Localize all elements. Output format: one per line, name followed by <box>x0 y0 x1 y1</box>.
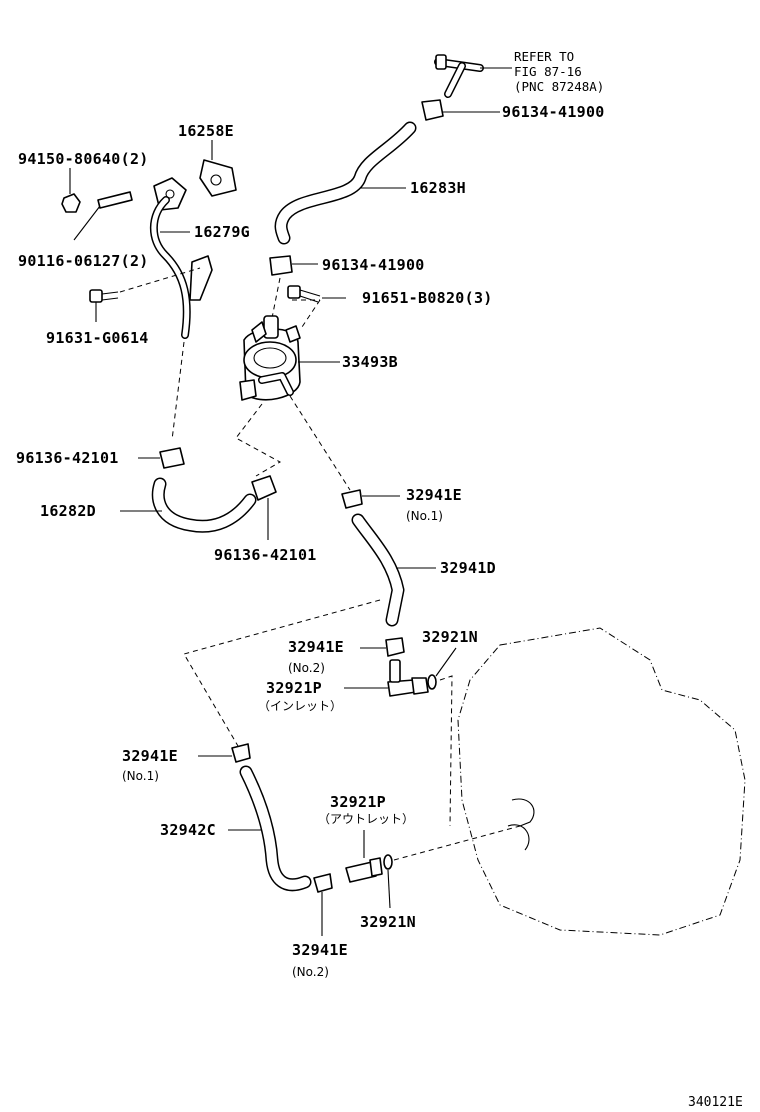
label-32921N-upper: 32921N <box>422 628 478 646</box>
hose-16282D <box>120 477 257 533</box>
label-33493B: 33493B <box>342 353 398 371</box>
note-32921P-outlet: （アウトレット） <box>318 812 414 826</box>
clamp-96136-lower <box>251 475 277 540</box>
clamp-32941E-no2-mid <box>360 637 405 657</box>
gasket-16258E <box>199 140 237 197</box>
oring-32921N-upper <box>427 647 457 827</box>
label-32921P-inlet: 32921P <box>266 679 322 697</box>
label-32941E-no1-upper: 32941E <box>406 486 462 504</box>
label-96134-top: 96134-41900 <box>502 103 605 121</box>
union-32921P-outlet <box>345 830 383 883</box>
clamp-96136-upper <box>138 447 185 469</box>
label-32921P-outlet: 32921P <box>330 793 386 811</box>
pipe-16279G <box>119 177 213 339</box>
label-96134-lower: 96134-41900 <box>322 256 425 274</box>
label-32941E-no2-mid: 32941E <box>288 638 344 656</box>
label-32942C: 32942C <box>160 821 216 839</box>
tee-fitting <box>434 54 512 98</box>
label-16283H: 16283H <box>410 179 466 197</box>
bolt-91651 <box>287 285 346 331</box>
refer-line-1: REFER TO <box>514 49 574 64</box>
oring-32921N-lower <box>383 825 521 909</box>
figure-code: 340121E <box>688 1095 743 1110</box>
label-16258E: 16258E <box>178 122 234 140</box>
clamp-96134-lower <box>269 255 318 276</box>
label-90116: 90116-06127(2) <box>18 252 149 270</box>
label-96136-lower: 96136-42101 <box>214 546 317 564</box>
note-32941E-no1-upper: (No.1) <box>406 509 443 523</box>
label-96136-upper: 96136-42101 <box>16 449 119 467</box>
hose-16283H <box>274 121 417 245</box>
clamp-32941E-no1-upper <box>341 489 400 509</box>
nut-94150 <box>61 168 81 213</box>
labels: REFER TO FIG 87-16 (PNC 87248A) 96134-41… <box>16 49 743 1110</box>
label-16279G: 16279G <box>194 223 250 241</box>
union-32921P-inlet <box>344 659 429 697</box>
note-32921P-inlet: （インレット） <box>258 699 342 713</box>
label-32921N-lower: 32921N <box>360 913 416 931</box>
label-91651: 91651-B0820(3) <box>362 289 493 307</box>
note-32941E-no1-lower: (No.1) <box>122 769 159 783</box>
label-32941E-no1-lower: 32941E <box>122 747 178 765</box>
note-32941E-no2-lower: (No.2) <box>292 965 329 979</box>
clamp-32941E-no1-lower <box>198 743 251 763</box>
hose-32941D <box>351 513 436 627</box>
clamp-32941E-no2-lower <box>313 873 333 936</box>
label-32941D: 32941D <box>440 559 496 577</box>
filter-33493B <box>239 315 340 401</box>
note-32941E-no2-mid: (No.2) <box>288 661 325 675</box>
label-94150: 94150-80640(2) <box>18 150 149 168</box>
label-16282D: 16282D <box>40 502 96 520</box>
label-32941E-no2-lower: 32941E <box>292 941 348 959</box>
label-91631: 91631-G0614 <box>46 329 149 347</box>
refer-line-3: (PNC 87248A) <box>514 79 604 94</box>
refer-line-2: FIG 87-16 <box>514 64 582 79</box>
hose-32942C <box>228 765 312 892</box>
bolt-91631 <box>89 289 119 322</box>
clamp-96134-top <box>421 99 500 121</box>
stud-90116 <box>73 191 133 241</box>
transmission-outline <box>457 627 746 936</box>
